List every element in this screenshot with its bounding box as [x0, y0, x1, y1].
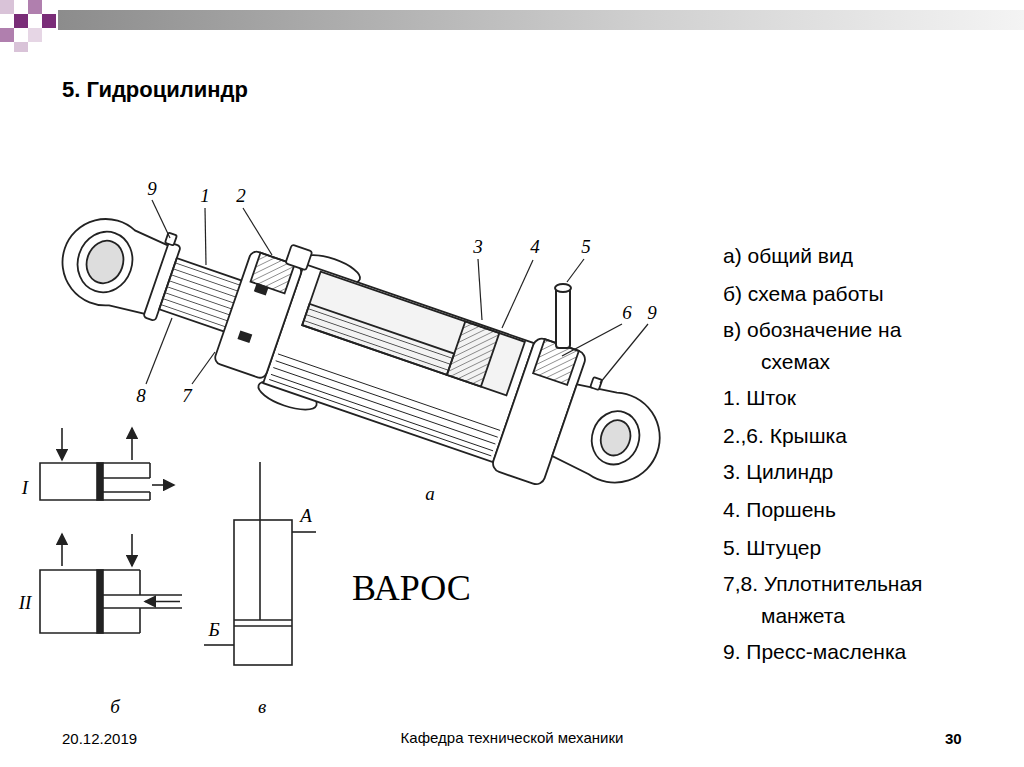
legend-item: в) обозначение на схемах: [723, 314, 953, 378]
cylinder-symbol-part: [234, 520, 292, 665]
cylinder-drawing-part: [285, 244, 312, 270]
cylinder-symbol-part: [259, 462, 261, 620]
leader-lines-part: [502, 260, 533, 328]
watermark: ВАРОС: [352, 568, 471, 608]
callout-number: 1: [200, 185, 210, 207]
legend-item: 3. Цилиндр: [723, 456, 983, 488]
scheme-one-part: [152, 484, 174, 486]
leader-lines-part: [243, 208, 272, 255]
scheme-one-part: [40, 463, 150, 500]
scheme-one-part: [103, 478, 150, 492]
scheme-one-part: [97, 463, 103, 500]
callout-number: 9: [147, 178, 157, 200]
scheme-two-part: [145, 601, 180, 603]
cylinder-drawing-part: [255, 284, 268, 294]
cylinder-drawing-part-part: [269, 379, 491, 455]
cylinder-symbol-part: [234, 620, 292, 626]
cylinder-drawing-part: [213, 250, 303, 380]
callout-number: 6: [622, 302, 632, 324]
cylinder-drawing-part: [302, 272, 525, 396]
header-decoration-part: [28, 28, 42, 42]
scheme-two-part: [97, 570, 103, 633]
callout-number: 9: [647, 302, 657, 324]
figure-letter: а: [425, 483, 435, 505]
cylinder-drawing-part: [302, 304, 454, 375]
legend-item: 7,8. Уплотнительная манжета: [723, 568, 978, 632]
cylinder-symbol: [204, 462, 316, 665]
cylinder-drawing-part: [585, 405, 647, 471]
leader-lines-part: [562, 324, 622, 356]
cylinder-drawing: [40, 175, 683, 525]
header-decoration-part: [42, 14, 56, 28]
cylinder-symbol-part: [292, 531, 316, 533]
scheme-two-part: [61, 534, 63, 566]
scheme-number: II: [19, 592, 32, 614]
header-decoration-part: [14, 14, 28, 28]
cylinder-drawing-part: [447, 321, 499, 386]
scheme-one: [40, 428, 174, 500]
port-label: Б: [208, 619, 219, 641]
cylinder-drawing-part-part: [271, 374, 493, 450]
header-decoration-part: [28, 0, 42, 14]
cylinder-drawing-part: [263, 264, 534, 462]
callout-number: 4: [530, 236, 540, 258]
leader-lines-part: [192, 352, 215, 384]
cylinder-drawing-part: [239, 332, 252, 342]
scheme-two-part: [40, 570, 140, 633]
leader-lines-part: [205, 208, 206, 265]
scheme-two-part: [131, 534, 133, 566]
header-decoration: [0, 0, 1024, 52]
leader-lines-part: [478, 259, 482, 320]
footer-text: Кафедра технической механики: [401, 729, 624, 747]
scheme-one-part: [131, 428, 133, 460]
cylinder-drawing-part: [590, 377, 602, 390]
scheme-number: I: [22, 477, 28, 499]
leader-lines-part: [567, 259, 584, 282]
callout-number: 2: [236, 185, 246, 207]
legend-item: 5. Штуцер: [723, 532, 983, 564]
figure-letter: в: [258, 696, 266, 718]
header-decoration-part: [58, 10, 1024, 30]
leader-lines: [146, 200, 648, 384]
callout-number: 7: [182, 385, 192, 407]
cylinder-drawing-part: [81, 236, 129, 289]
leader-lines-part: [600, 324, 648, 383]
cylinder-symbol-part: [204, 644, 234, 646]
legend-item: 1. Шток: [723, 382, 983, 414]
callout-number: 3: [473, 236, 483, 258]
footer-date: 20.12.2019: [62, 730, 137, 748]
fitting: [555, 284, 571, 348]
header-decoration-part: [14, 42, 28, 52]
callout-number: 5: [581, 236, 591, 258]
page-number: 30: [945, 730, 962, 748]
cylinder-drawing-part: [165, 232, 177, 245]
scheme-two: [40, 534, 182, 633]
legend-item: а) общий вид: [723, 240, 983, 272]
leader-lines-part: [152, 200, 170, 238]
cylinder-drawing-part: [70, 224, 141, 299]
header-decoration-part: [0, 0, 14, 14]
header-decoration-part: [0, 28, 14, 42]
fitting-part: [555, 284, 571, 292]
port-label: А: [300, 505, 312, 527]
callout-number: 8: [136, 385, 146, 407]
scheme-two-part: [103, 595, 182, 608]
fitting-part: [556, 288, 570, 348]
figure-letter: б: [110, 696, 120, 718]
legend-item: 4. Поршень: [723, 494, 983, 526]
legend-item: 2.,6. Крышка: [723, 420, 983, 452]
scheme-one-part: [61, 428, 63, 460]
cylinder-drawing-part: [550, 378, 672, 495]
legend-item: б) схема работы: [723, 278, 983, 310]
leader-lines-part: [146, 318, 172, 384]
legend-item: 9. Пресс-масленка: [723, 636, 1003, 668]
slide-title: 5. Гидроцилиндр: [62, 76, 248, 104]
cylinder-drawing-part: [596, 416, 635, 459]
